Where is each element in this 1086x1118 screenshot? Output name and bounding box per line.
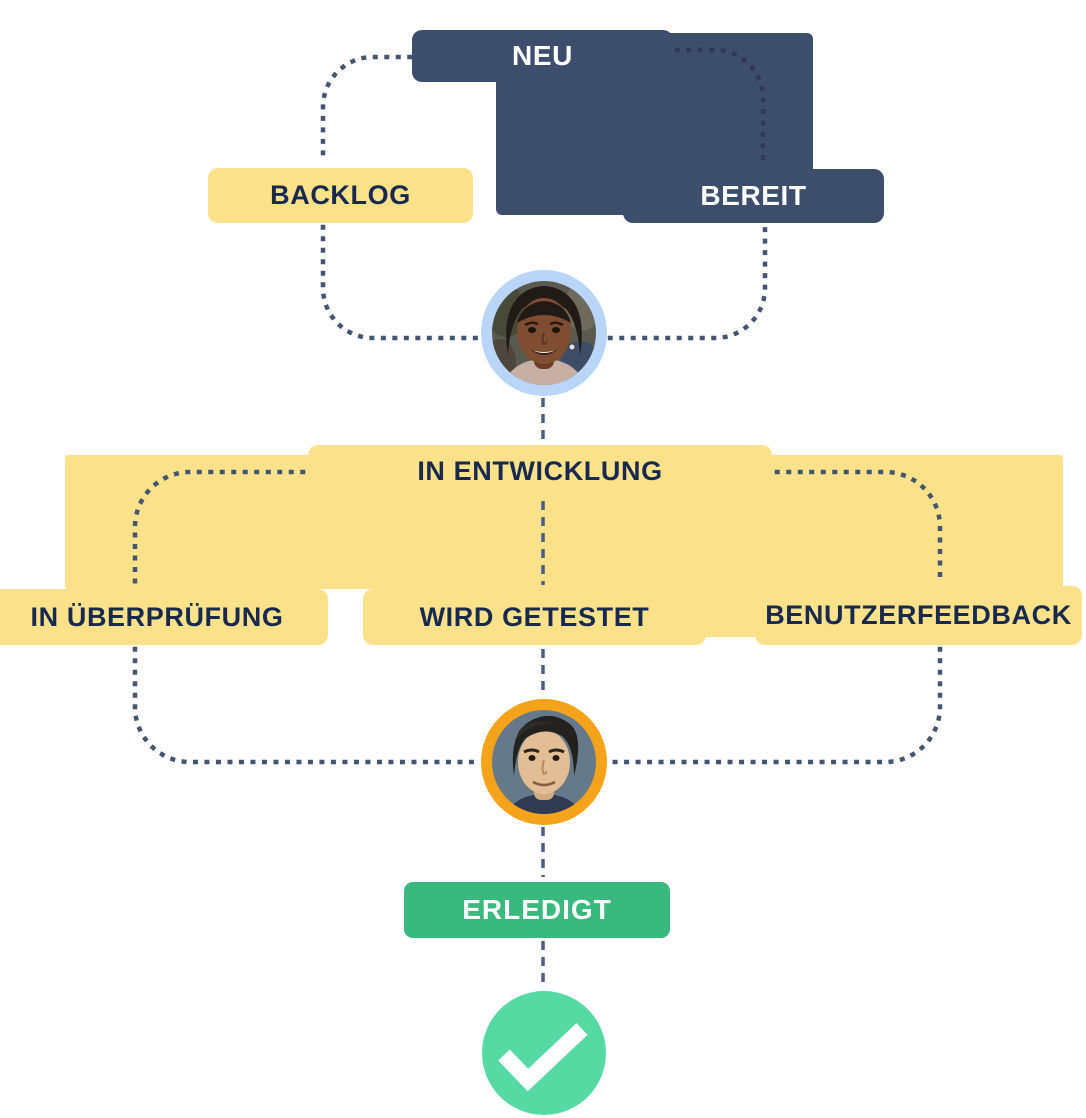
status-erledigt: ERLEDIGT xyxy=(404,882,670,938)
status-in-entwicklung: IN ENTWICKLUNG xyxy=(308,445,772,497)
status-bereit: BEREIT xyxy=(623,169,884,223)
status-in-entwicklung-label: IN ENTWICKLUNG xyxy=(417,455,663,486)
connector-neu-to-bereit xyxy=(674,47,766,169)
connector-neu-to-backlog xyxy=(320,54,413,167)
connector-ueberpruefung-to-avatar2 xyxy=(132,646,480,765)
avatar-reviewer xyxy=(481,270,607,396)
done-indicator xyxy=(482,991,606,1115)
connector-benutzerfeedback-to-avatar2 xyxy=(607,646,943,765)
avatar-developer xyxy=(481,699,607,825)
connector-backlog-to-avatar1 xyxy=(320,224,480,341)
check-icon xyxy=(498,1023,588,1092)
status-backlog: BACKLOG xyxy=(208,168,473,223)
status-neu-label: NEU xyxy=(512,40,573,71)
status-in-ueberpruefung: IN ÜBERPRÜFUNG xyxy=(0,589,328,645)
connector-avatar1-to-bereit xyxy=(607,224,768,341)
status-wird-getestet-label: WIRD GETESTET xyxy=(419,601,650,632)
status-wird-getestet: WIRD GETESTET xyxy=(363,589,706,645)
status-in-ueberpruefung-label: IN ÜBERPRÜFUNG xyxy=(30,601,284,632)
status-benutzerfeedback: BENUTZERFEEDBACK xyxy=(755,586,1082,645)
status-benutzerfeedback-label: BENUTZERFEEDBACK xyxy=(765,600,1072,630)
connector-entwicklung-to-benutzerfeedback xyxy=(774,469,943,587)
status-bereit-label: BEREIT xyxy=(700,180,807,211)
status-neu: NEU xyxy=(412,30,673,82)
connector-entwicklung-to-ueberpruefung xyxy=(132,469,306,589)
status-erledigt-label: ERLEDIGT xyxy=(462,894,612,925)
status-backlog-label: BACKLOG xyxy=(270,180,411,210)
